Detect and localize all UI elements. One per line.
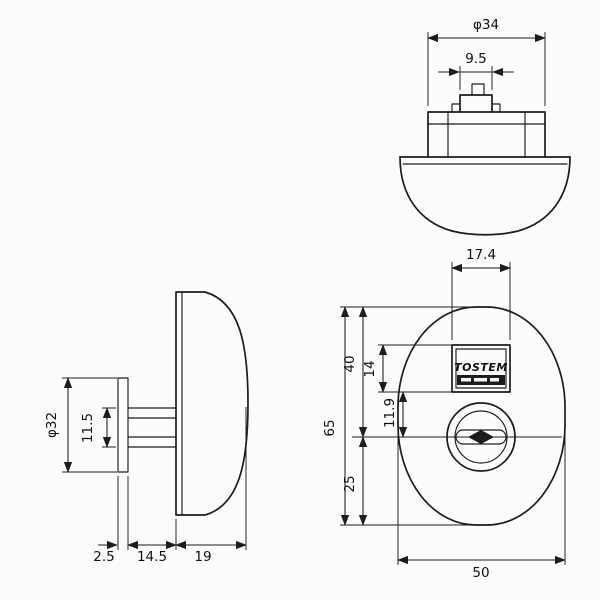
- plug-shoulders: [451, 103, 501, 113]
- plug-outline: [459, 94, 493, 113]
- top-view: φ34 9.5: [399, 17, 571, 236]
- dim-label-19: 19: [194, 549, 211, 565]
- dim-label-9-5: 9.5: [465, 51, 486, 67]
- front-view: TOSTEM 65 40 25 14 11.9 17.4 50: [322, 247, 566, 581]
- keyway-diamond: [468, 430, 494, 444]
- keyhole: [446, 402, 516, 472]
- dim-label-11-5: 11.5: [80, 413, 96, 443]
- badge-strip-mark: [474, 378, 487, 382]
- cylinder-side-lines: [127, 407, 177, 448]
- cylinder-cap-outline: [117, 377, 129, 473]
- dim-label-phi34: φ34: [473, 17, 499, 33]
- top-view-extension-lines: [427, 32, 546, 106]
- dim-label-40: 40: [342, 355, 358, 372]
- side-view: φ32 11.5 2.5 14.5 19: [44, 291, 249, 565]
- brand-badge: TOSTEM: [451, 344, 511, 393]
- dim-label-25: 25: [342, 475, 358, 492]
- escutcheon-oval-outline: [397, 306, 566, 526]
- cylinder-body-details: [427, 111, 546, 158]
- dim-label-14-5: 14.5: [137, 549, 167, 565]
- dim-label-17-4: 17.4: [466, 247, 496, 263]
- badge-strip-mark: [490, 378, 499, 382]
- badge-outer-frame: [451, 344, 511, 393]
- cylinder-body-outline: [427, 111, 546, 158]
- badge-brand-text: TOSTEM: [454, 361, 508, 374]
- dim-label-phi32: φ32: [44, 412, 60, 438]
- dome-outline: [399, 156, 571, 236]
- keyhole-cylinder-face: [454, 410, 508, 464]
- key-tab-outline: [471, 83, 485, 96]
- dim-label-11-9: 11.9: [382, 398, 398, 428]
- dim-label-14: 14: [362, 360, 378, 377]
- badge-strip-mark: [461, 378, 471, 382]
- escutcheon-profile-outline: [175, 291, 249, 516]
- dim-label-65: 65: [322, 419, 338, 436]
- badge-inner-frame: [455, 348, 507, 389]
- side-view-extension-lines: [62, 377, 247, 550]
- dim-label-50: 50: [472, 565, 489, 581]
- keyhole-outer-ring: [446, 402, 516, 472]
- front-view-extension-lines: [340, 262, 566, 565]
- dim-label-2-5: 2.5: [93, 549, 114, 565]
